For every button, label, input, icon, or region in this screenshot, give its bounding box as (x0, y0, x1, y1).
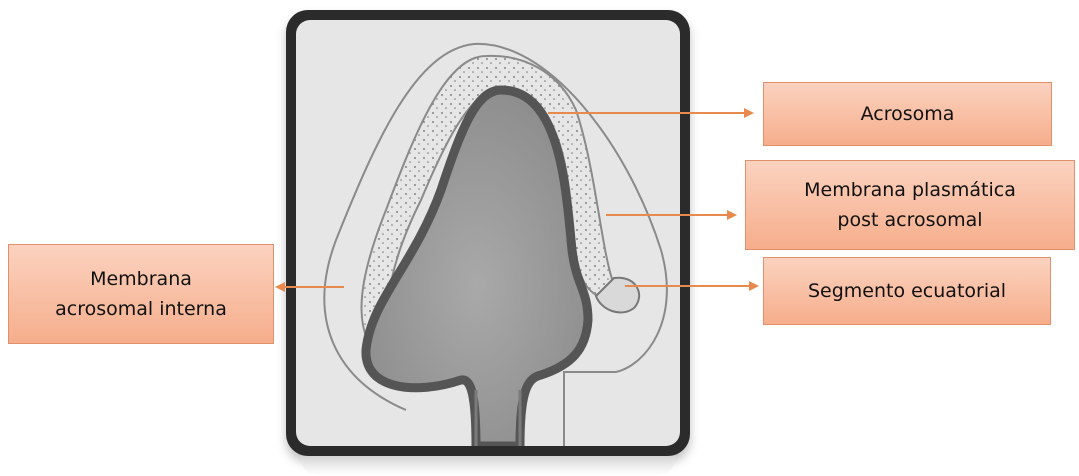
label-membrana-plasmatica: Membrana plasmática post acrosomal (745, 160, 1075, 250)
label-segmento-ecuatorial-text: Segmento ecuatorial (808, 276, 1006, 306)
label-membrana-plasmatica-line1: Membrana plasmática (804, 175, 1016, 205)
label-membrana-interna-line2: acrosomal interna (55, 294, 227, 324)
label-membrana-plasmatica-line2: post acrosomal (837, 205, 982, 235)
label-acrosoma: Acrosoma (763, 82, 1052, 146)
label-acrosoma-text: Acrosoma (861, 99, 955, 129)
label-segmento-ecuatorial: Segmento ecuatorial (763, 257, 1051, 325)
label-membrana-interna-line1: Membrana (90, 264, 192, 294)
label-membrana-interna: Membrana acrosomal interna (8, 244, 274, 344)
